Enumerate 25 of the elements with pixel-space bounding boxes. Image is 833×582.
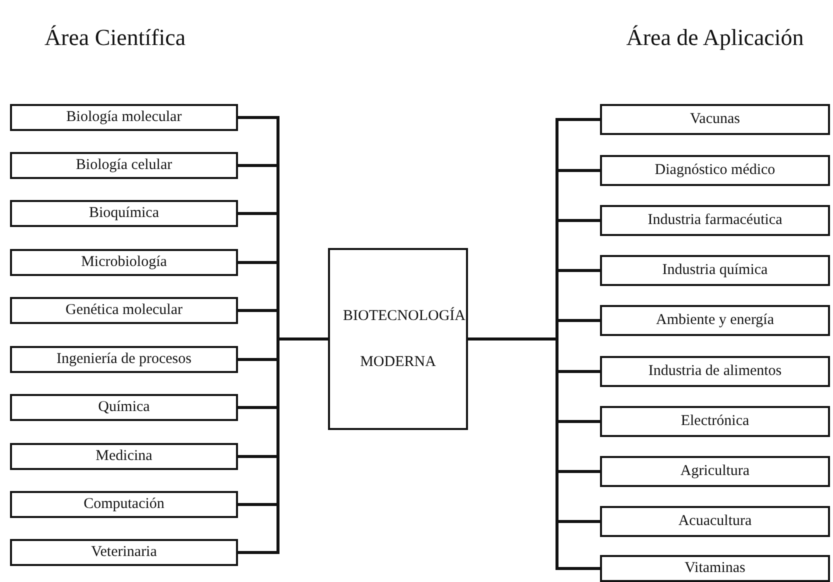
- column-heading: Área de Aplicación: [625, 24, 805, 52]
- application-box: Vitaminas: [600, 555, 830, 582]
- connector-line: [238, 338, 328, 554]
- application-box: Diagnóstico médico: [600, 155, 830, 186]
- column-heading: Área Científica: [43, 24, 187, 52]
- discipline-box: Veterinaria: [10, 539, 238, 566]
- application-box: Agricultura: [600, 456, 830, 487]
- discipline-box: Computación: [10, 491, 238, 518]
- discipline-box: Química: [10, 394, 238, 421]
- discipline-box: Bioquímica: [10, 200, 238, 227]
- application-box: Industria farmacéutica: [600, 205, 830, 236]
- central-box: BIOTECNOLOGÍA MODERNA: [328, 248, 468, 430]
- discipline-box: Medicina: [10, 443, 238, 470]
- discipline-box: Microbiología: [10, 249, 238, 276]
- discipline-box: Biología celular: [10, 152, 238, 179]
- application-box: Ambiente y energía: [600, 305, 830, 336]
- application-box: Vacunas: [600, 104, 830, 135]
- discipline-box: Genética molecular: [10, 297, 238, 324]
- connector-line: [468, 338, 600, 570]
- discipline-box: Ingeniería de procesos: [10, 346, 238, 373]
- application-box: Industria de alimentos: [600, 356, 830, 387]
- application-box: Industria química: [600, 255, 830, 286]
- application-box: Electrónica: [600, 406, 830, 437]
- discipline-box: Biología molecular: [10, 104, 238, 131]
- application-box: Acuacultura: [600, 506, 830, 537]
